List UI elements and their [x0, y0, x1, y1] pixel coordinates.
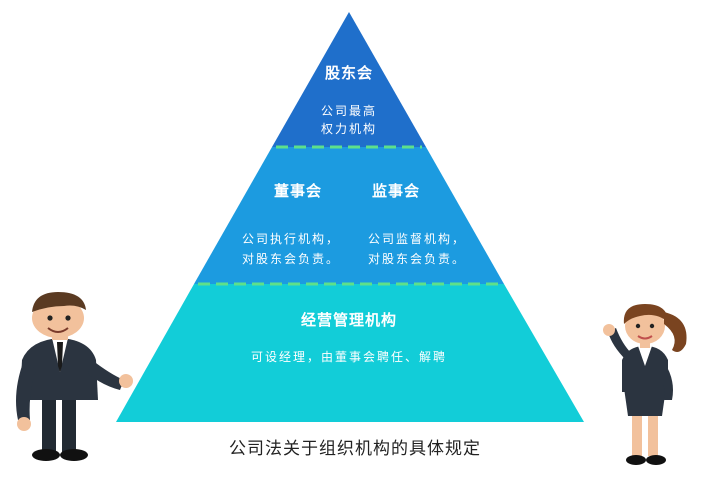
bottom-tier-title: 经营管理机构 [300, 311, 397, 329]
diagram-caption: 公司法关于组织机构的具体规定 [229, 439, 481, 459]
bottom-tier-desc: 可设经理，由董事会聘任、解聘 [250, 350, 447, 364]
top-tier-desc-line1: 公司最高 [320, 104, 377, 118]
pyramid-tier-top [272, 12, 426, 147]
middle-right-desc-line2: 对股东会负责。 [367, 252, 466, 266]
pyramid-tier-bottom [116, 284, 584, 422]
middle-right-desc-line1: 公司监督机构， [367, 232, 466, 246]
businesswoman-illustration [603, 304, 687, 465]
businessman-illustration [16, 292, 133, 461]
middle-right-title: 监事会 [371, 182, 420, 200]
middle-left-desc-line2: 对股东会负责。 [241, 252, 340, 266]
top-tier-desc-line2: 权力机构 [320, 122, 377, 136]
top-tier-title: 股东会 [324, 64, 373, 82]
middle-left-desc-line1: 公司执行机构， [241, 232, 340, 246]
middle-left-title: 董事会 [273, 182, 322, 200]
